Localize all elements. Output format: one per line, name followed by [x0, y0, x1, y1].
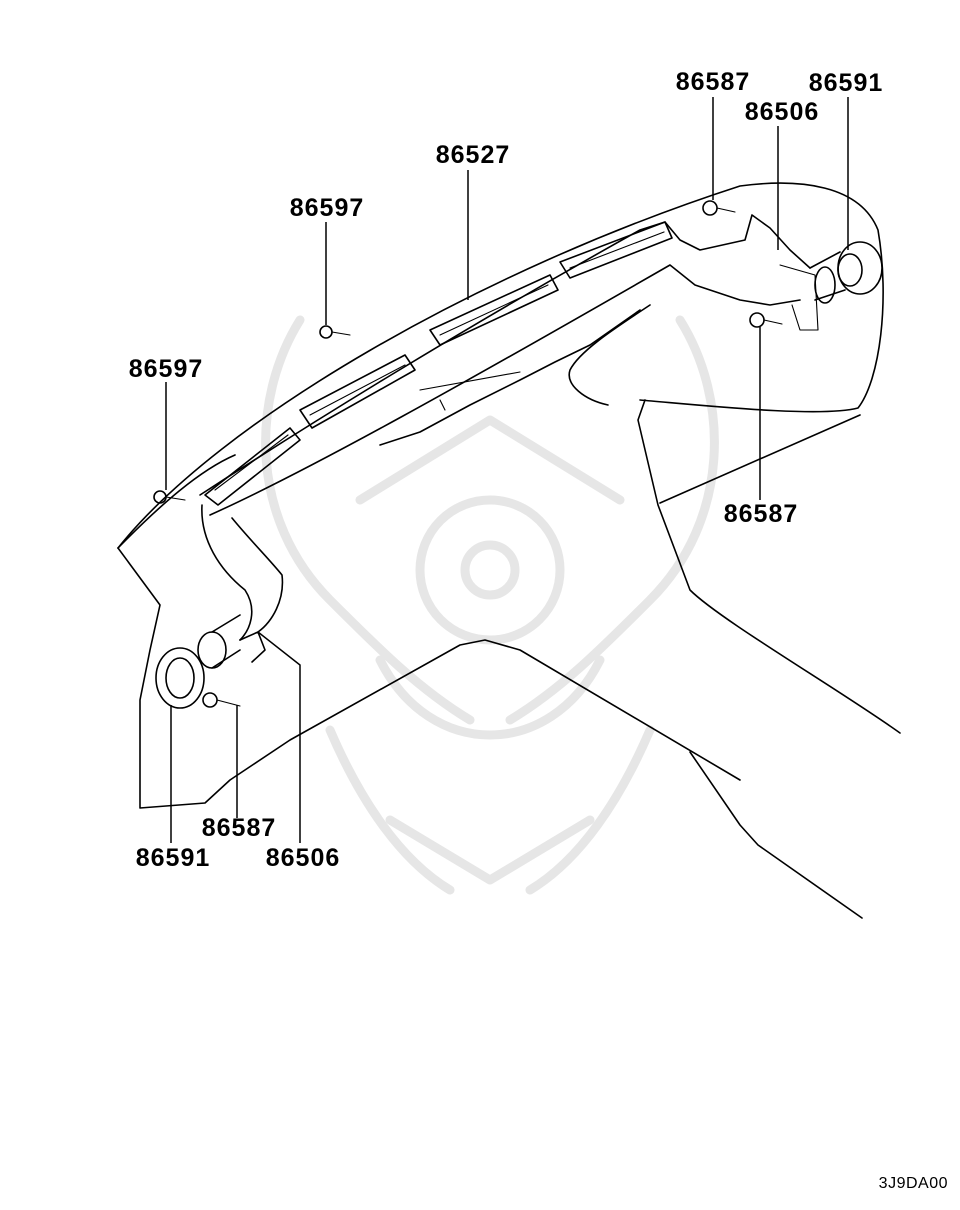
part-label: 86597: [129, 355, 204, 383]
outlet-right: [809, 241, 883, 304]
watermark: [261, 315, 719, 895]
part-label: 86591: [809, 69, 884, 97]
part-label: 86506: [266, 844, 341, 872]
diagram-code: 3J9DA00: [879, 1175, 948, 1192]
vent-grilles: [204, 221, 673, 506]
screw-icon: [153, 490, 186, 504]
part-label: 86506: [745, 98, 820, 126]
part-label: 86527: [436, 141, 511, 169]
screw-icon: [202, 692, 241, 708]
screw-icon: [319, 325, 351, 339]
screw-icon: [702, 200, 736, 216]
part-label: 86587: [676, 68, 751, 96]
part-label: 86597: [290, 194, 365, 222]
screw-icon: [749, 312, 783, 328]
part-label: 86587: [724, 500, 799, 528]
leader-lines: [165, 97, 849, 843]
part-label: 86591: [136, 844, 211, 872]
vent-duct: [199, 214, 819, 663]
outlet-left: [155, 614, 241, 709]
part-label: 86587: [202, 814, 277, 842]
